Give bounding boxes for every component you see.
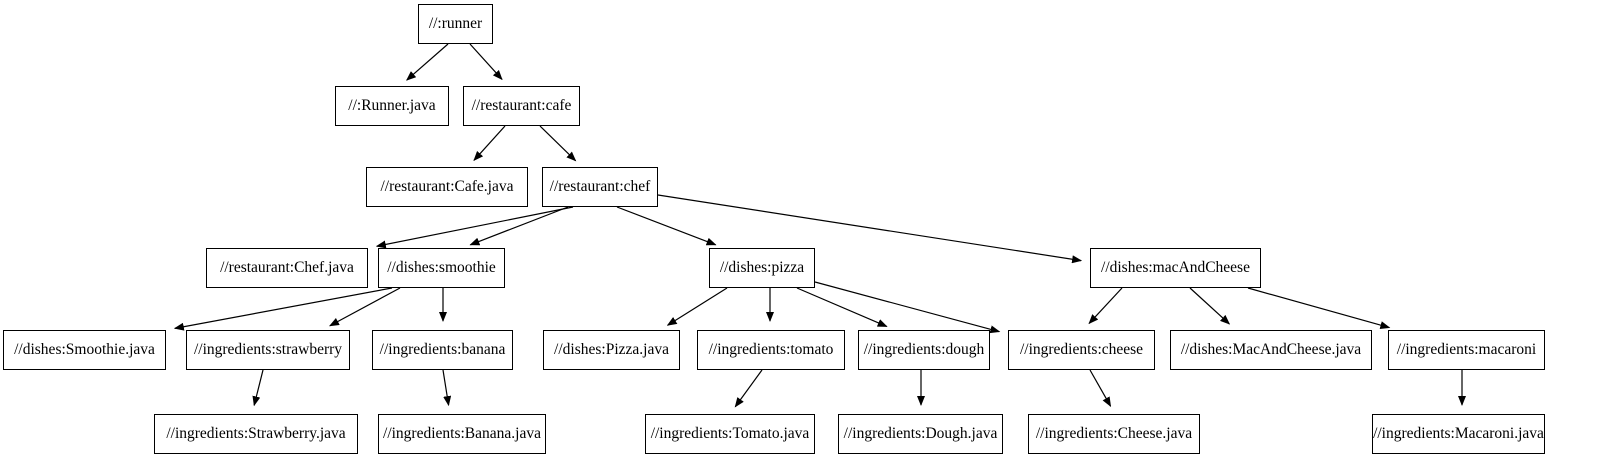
graph-node-ing_tomato_java[interactable]: //ingredients:Tomato.java xyxy=(645,414,815,454)
graph-edge-restaurant_chef-to-dishes_pizza xyxy=(616,206,717,246)
graph-node-label: //dishes:macAndCheese xyxy=(1101,259,1250,277)
graph-edge-dishes_macandcheese-to-ing_cheese xyxy=(1088,287,1123,325)
graph-node-label: //ingredients:Cheese.java xyxy=(1035,425,1193,443)
graph-edge-ing_cheese-to-ing_cheese_java xyxy=(1089,369,1112,408)
graph-edge-dishes_smoothie-to-ing_strawberry xyxy=(329,287,401,327)
graph-edge-dishes_pizza-to-ing_cheese xyxy=(814,281,1001,334)
graph-node-label: //restaurant:Chef.java xyxy=(220,259,354,277)
graph-node-dishes_smoothie[interactable]: //dishes:smoothie xyxy=(378,248,505,288)
graph-node-label: //restaurant:cafe xyxy=(471,97,572,115)
graph-node-label: //:Runner.java xyxy=(348,97,436,115)
graph-node-label: //restaurant:chef xyxy=(549,178,651,196)
graph-node-ing_macaroni_java[interactable]: //ingredients:Macaroni.java xyxy=(1372,414,1545,454)
graph-edge-dishes_pizza-to-ing_dough xyxy=(796,287,888,328)
graph-node-restaurant_chef[interactable]: //restaurant:chef xyxy=(542,167,658,207)
graph-node-label: //ingredients:Tomato.java xyxy=(650,425,810,443)
graph-edge-restaurant_cafe-to-restaurant_chef xyxy=(539,125,577,162)
graph-node-restaurant_cafe[interactable]: //restaurant:cafe xyxy=(463,86,580,126)
graph-node-runner[interactable]: //:runner xyxy=(418,4,493,44)
graph-node-dishes_macandcheese[interactable]: //dishes:macAndCheese xyxy=(1090,248,1261,288)
graph-node-label: //ingredients:Macaroni.java xyxy=(1373,425,1544,443)
graph-node-label: //ingredients:banana xyxy=(379,341,506,359)
graph-node-ing_banana_java[interactable]: //ingredients:Banana.java xyxy=(378,414,546,454)
graph-edge-dishes_macandcheese-to-ing_macaroni xyxy=(1247,287,1391,329)
graph-node-label: //ingredients:Dough.java xyxy=(843,425,998,443)
graph-edge-dishes_macandcheese-to-dishes_mac_java xyxy=(1189,287,1231,325)
graph-node-dishes_mac_java[interactable]: //dishes:MacAndCheese.java xyxy=(1170,330,1372,370)
graph-edge-runner-to-runner_java xyxy=(406,43,449,81)
graph-node-ing_dough[interactable]: //ingredients:dough xyxy=(858,330,990,370)
graph-node-ing_tomato[interactable]: //ingredients:tomato xyxy=(697,330,845,370)
graph-node-label: //ingredients:cheese xyxy=(1019,341,1144,359)
graph-node-label: //dishes:Pizza.java xyxy=(554,341,669,359)
graph-node-ing_strawberry_java[interactable]: //ingredients:Strawberry.java xyxy=(154,414,358,454)
graph-node-restaurant_cafe_java[interactable]: //restaurant:Cafe.java xyxy=(366,167,528,207)
graph-edge-restaurant_chef-to-dishes_smoothie xyxy=(469,206,569,246)
graph-node-label: //:runner xyxy=(428,15,483,33)
graph-node-label: //ingredients:dough xyxy=(863,341,985,359)
graph-node-ing_cheese[interactable]: //ingredients:cheese xyxy=(1008,330,1155,370)
graph-node-runner_java[interactable]: //:Runner.java xyxy=(335,86,449,126)
graph-edge-dishes_pizza-to-dishes_pizza_java xyxy=(666,287,728,326)
graph-node-dishes_smoothie_java[interactable]: //dishes:Smoothie.java xyxy=(3,330,166,370)
graph-edge-restaurant_chef-to-restaurant_chef_java xyxy=(375,206,574,249)
graph-edge-ing_banana-to-ing_banana_java xyxy=(442,369,452,407)
graph-node-dishes_pizza_java[interactable]: //dishes:Pizza.java xyxy=(543,330,680,370)
graph-node-restaurant_chef_java[interactable]: //restaurant:Chef.java xyxy=(206,248,368,288)
graph-node-label: //dishes:pizza xyxy=(719,259,805,277)
graph-node-label: //dishes:Smoothie.java xyxy=(14,341,155,359)
graph-node-ing_strawberry[interactable]: //ingredients:strawberry xyxy=(186,330,350,370)
graph-edge-runner-to-restaurant_cafe xyxy=(469,43,503,81)
graph-node-label: //dishes:MacAndCheese.java xyxy=(1180,341,1362,359)
graph-node-label: //restaurant:Cafe.java xyxy=(380,178,514,196)
graph-node-label: //ingredients:macaroni xyxy=(1396,341,1537,359)
graph-edge-restaurant_cafe-to-restaurant_cafe_java xyxy=(473,125,506,162)
graph-node-label: //ingredients:Banana.java xyxy=(383,425,541,443)
graph-edge-ing_strawberry-to-ing_strawberry_java xyxy=(252,369,264,407)
graph-edge-dishes_smoothie-to-dishes_smoothie_java xyxy=(173,287,393,331)
graph-node-label: //dishes:smoothie xyxy=(387,259,496,277)
graph-node-label: //ingredients:Strawberry.java xyxy=(166,425,346,443)
graph-node-ing_macaroni[interactable]: //ingredients:macaroni xyxy=(1388,330,1545,370)
graph-node-label: //ingredients:strawberry xyxy=(193,341,343,359)
graph-node-dishes_pizza[interactable]: //dishes:pizza xyxy=(709,248,815,288)
graph-node-ing_banana[interactable]: //ingredients:banana xyxy=(372,330,513,370)
graph-node-label: //ingredients:tomato xyxy=(708,341,834,359)
graph-node-ing_cheese_java[interactable]: //ingredients:Cheese.java xyxy=(1028,414,1200,454)
graph-edge-ing_tomato-to-ing_tomato_java xyxy=(734,369,763,408)
graph-node-ing_dough_java[interactable]: //ingredients:Dough.java xyxy=(838,414,1003,454)
